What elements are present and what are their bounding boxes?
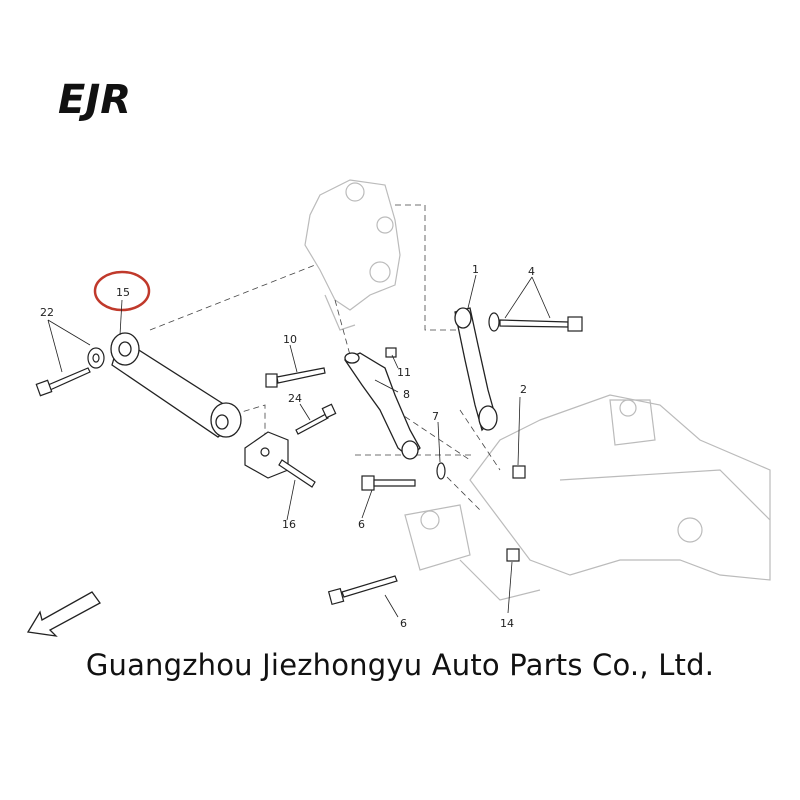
callout-15: 15 — [116, 286, 130, 299]
leader-lines — [149, 204, 501, 511]
callout-4: 4 — [528, 265, 535, 278]
rear-subframe — [404, 394, 771, 601]
callout-24: 24 — [288, 392, 302, 405]
nut-part-14 — [506, 548, 520, 562]
bolt-part-24 — [295, 403, 337, 435]
steering-knuckle — [304, 179, 401, 331]
bolt-part-6-lower — [327, 575, 398, 606]
washer-part-7 — [436, 462, 446, 480]
bolt-part-4 — [488, 312, 583, 332]
callout-6-lower: 6 — [400, 617, 407, 630]
bolt-part-6-upper — [361, 475, 416, 491]
logo-text: EJR — [58, 77, 131, 123]
trailing-arm-part-1 — [454, 307, 498, 432]
brand-logo: EJR — [58, 77, 131, 123]
callout-11: 11 — [397, 366, 411, 379]
bracket-part-16 — [244, 431, 316, 488]
bolt-part-10 — [265, 367, 326, 388]
callout-8: 8 — [403, 388, 410, 401]
lateral-link-part-15 — [110, 332, 242, 438]
nut-part-2 — [512, 465, 526, 479]
company-caption: Guangzhou Jiezhongyu Auto Parts Co., Ltd… — [85, 648, 715, 682]
bolt-part-22 — [35, 347, 105, 397]
callout-7: 7 — [432, 410, 439, 423]
callout-10: 10 — [283, 333, 297, 346]
callout-leaders — [47, 274, 551, 618]
callout-2: 2 — [520, 383, 527, 396]
callout-16: 16 — [282, 518, 296, 531]
callout-14: 14 — [500, 617, 514, 630]
arrow-icon — [26, 591, 101, 637]
callout-22: 22 — [40, 306, 54, 319]
callout-6-upper: 6 — [358, 518, 365, 531]
callout-1: 1 — [472, 263, 479, 276]
highlight-circle — [93, 270, 151, 312]
nut-part-11 — [385, 347, 397, 358]
toe-link-part-8 — [344, 352, 421, 460]
callout-numbers: 15 22 10 24 16 11 8 1 4 2 7 6 6 14 — [40, 263, 535, 630]
